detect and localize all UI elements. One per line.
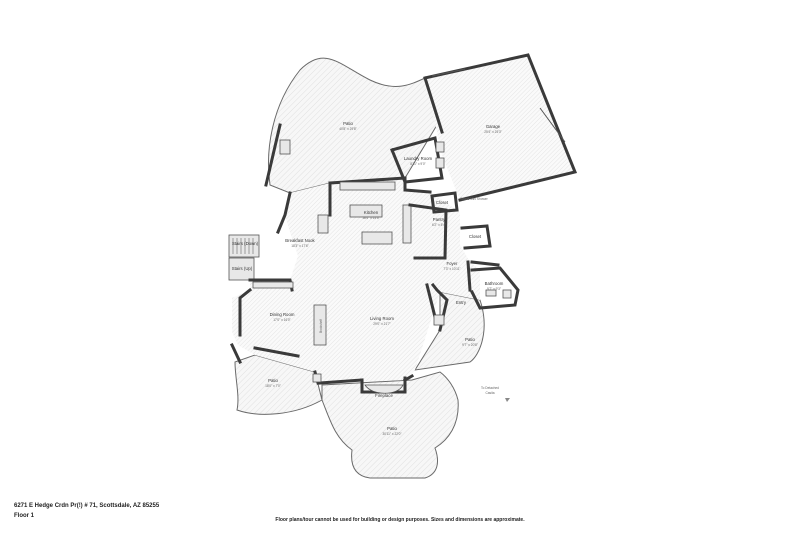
svg-text:Bookshelf: Bookshelf — [319, 319, 323, 333]
patio-bottom-area — [321, 371, 459, 479]
patio-left-area — [234, 354, 323, 415]
room-label-closet-1: Closet — [436, 200, 449, 205]
dryer-icon — [435, 157, 445, 169]
stair-treads — [232, 238, 254, 254]
svg-text:Patio: Patio — [387, 426, 397, 431]
svg-text:Patio: Patio — [343, 121, 353, 126]
garage-door-side — [539, 107, 566, 143]
kitchen-counter-right — [402, 204, 412, 244]
arrow-icon — [505, 398, 510, 402]
kitchen-counter-top — [339, 181, 396, 191]
room-label-stairs-down: Stairs (Down) — [232, 241, 259, 246]
stairs-up-block — [228, 257, 255, 281]
svg-text:Stairs (Up): Stairs (Up) — [232, 266, 253, 271]
room-label-closet-2: Closet — [469, 234, 482, 239]
room-label-fireplace: Fireplace — [375, 393, 393, 398]
svg-text:6'2" x 5'4": 6'2" x 5'4" — [432, 223, 446, 227]
disclaimer-text: Floor plans/tour cannot be used for buil… — [275, 517, 525, 523]
svg-text:25'4" x 25'3": 25'4" x 25'3" — [484, 130, 501, 134]
svg-text:Fireplace: Fireplace — [375, 393, 393, 398]
svg-text:Kitchen: Kitchen — [364, 210, 379, 215]
svg-text:18'0" x 7'0": 18'0" x 7'0" — [265, 384, 281, 388]
svg-text:Patio: Patio — [268, 378, 278, 383]
laundry-walls — [390, 136, 444, 184]
svg-text:18'3" x 17'6": 18'3" x 17'6" — [291, 244, 308, 248]
svg-text:Laundry Room: Laundry Room — [404, 156, 433, 161]
fireplace-hearth — [364, 384, 404, 394]
patio-wall — [264, 123, 282, 187]
bookshelf-block — [313, 304, 327, 346]
svg-text:7'3" x 10'11": 7'3" x 10'11" — [443, 267, 460, 271]
washer-icon — [435, 141, 445, 153]
garage-walls — [423, 53, 578, 202]
toilet-icon — [502, 289, 512, 299]
svg-text:Pantry: Pantry — [433, 217, 446, 222]
address-text: 6271 E Hedge Crdn Pr(!) # 71, Scottsdale… — [14, 503, 160, 509]
room-label-space-mini: Space Mini Shower — [460, 197, 488, 201]
svg-text:8'11" x 9'0": 8'11" x 9'0" — [410, 162, 425, 166]
svg-text:29'0" x 21'7": 29'0" x 21'7" — [373, 322, 390, 326]
svg-text:Dining Room: Dining Room — [270, 312, 295, 317]
floor-label: Floor 1 — [14, 513, 35, 519]
room-label-bookshelf: Bookshelf — [319, 319, 323, 333]
patio-top-area — [268, 57, 441, 194]
interior-floor — [232, 178, 480, 383]
closet-2-walls — [460, 224, 492, 250]
sink-icon — [485, 289, 497, 297]
pantry-walls — [408, 203, 448, 260]
svg-text:18'4" x 14'6": 18'4" x 14'6" — [362, 216, 379, 220]
svg-text:9'7" x 9'3": 9'7" x 9'3" — [487, 287, 501, 291]
svg-text:Breakfast Nook: Breakfast Nook — [285, 238, 315, 243]
svg-text:Casita: Casita — [485, 391, 494, 395]
svg-text:Bathroom: Bathroom — [485, 281, 504, 286]
svg-text:Living Room: Living Room — [370, 316, 394, 321]
svg-text:9'7" x 20'8": 9'7" x 20'8" — [462, 343, 478, 347]
garage-area — [425, 55, 575, 200]
dining-sideboard — [252, 281, 294, 289]
svg-text:17'0" x 16'0": 17'0" x 16'0" — [273, 318, 290, 322]
closet-1-walls — [430, 191, 459, 214]
room-label-entry: Entry — [456, 300, 467, 305]
svg-text:Space Mini Shower: Space Mini Shower — [460, 197, 488, 201]
post-small — [312, 373, 322, 383]
kitchen-island-2 — [361, 231, 393, 245]
fridge-icon — [317, 214, 329, 234]
room-label-stairs-up: Stairs (Up) — [232, 266, 253, 271]
kitchen-island-1 — [349, 204, 383, 218]
svg-text:30'11" x 22'0": 30'11" x 22'0" — [382, 432, 401, 436]
svg-text:Foyer: Foyer — [447, 261, 459, 266]
footer-address-block: 6271 E Hedge Crdn Pr(!) # 71, Scottsdale… — [14, 501, 159, 521]
svg-text:Stairs (Down): Stairs (Down) — [232, 241, 259, 246]
stairs-down-block — [228, 234, 260, 258]
svg-text:Closet: Closet — [469, 234, 482, 239]
bathroom-walls — [469, 266, 520, 310]
patio-right-area — [414, 291, 485, 371]
garage-door — [431, 68, 466, 77]
svg-text:To Detached: To Detached — [481, 386, 499, 390]
grill-icon — [279, 139, 291, 155]
svg-text:Patio: Patio — [465, 337, 475, 342]
svg-text:40'8" x 29'8": 40'8" x 29'8" — [339, 127, 356, 131]
svg-text:Entry: Entry — [456, 300, 467, 305]
svg-text:Closet: Closet — [436, 200, 449, 205]
entry-post — [433, 314, 445, 326]
foyer-walls — [466, 260, 500, 292]
svg-text:Garage: Garage — [486, 124, 501, 129]
